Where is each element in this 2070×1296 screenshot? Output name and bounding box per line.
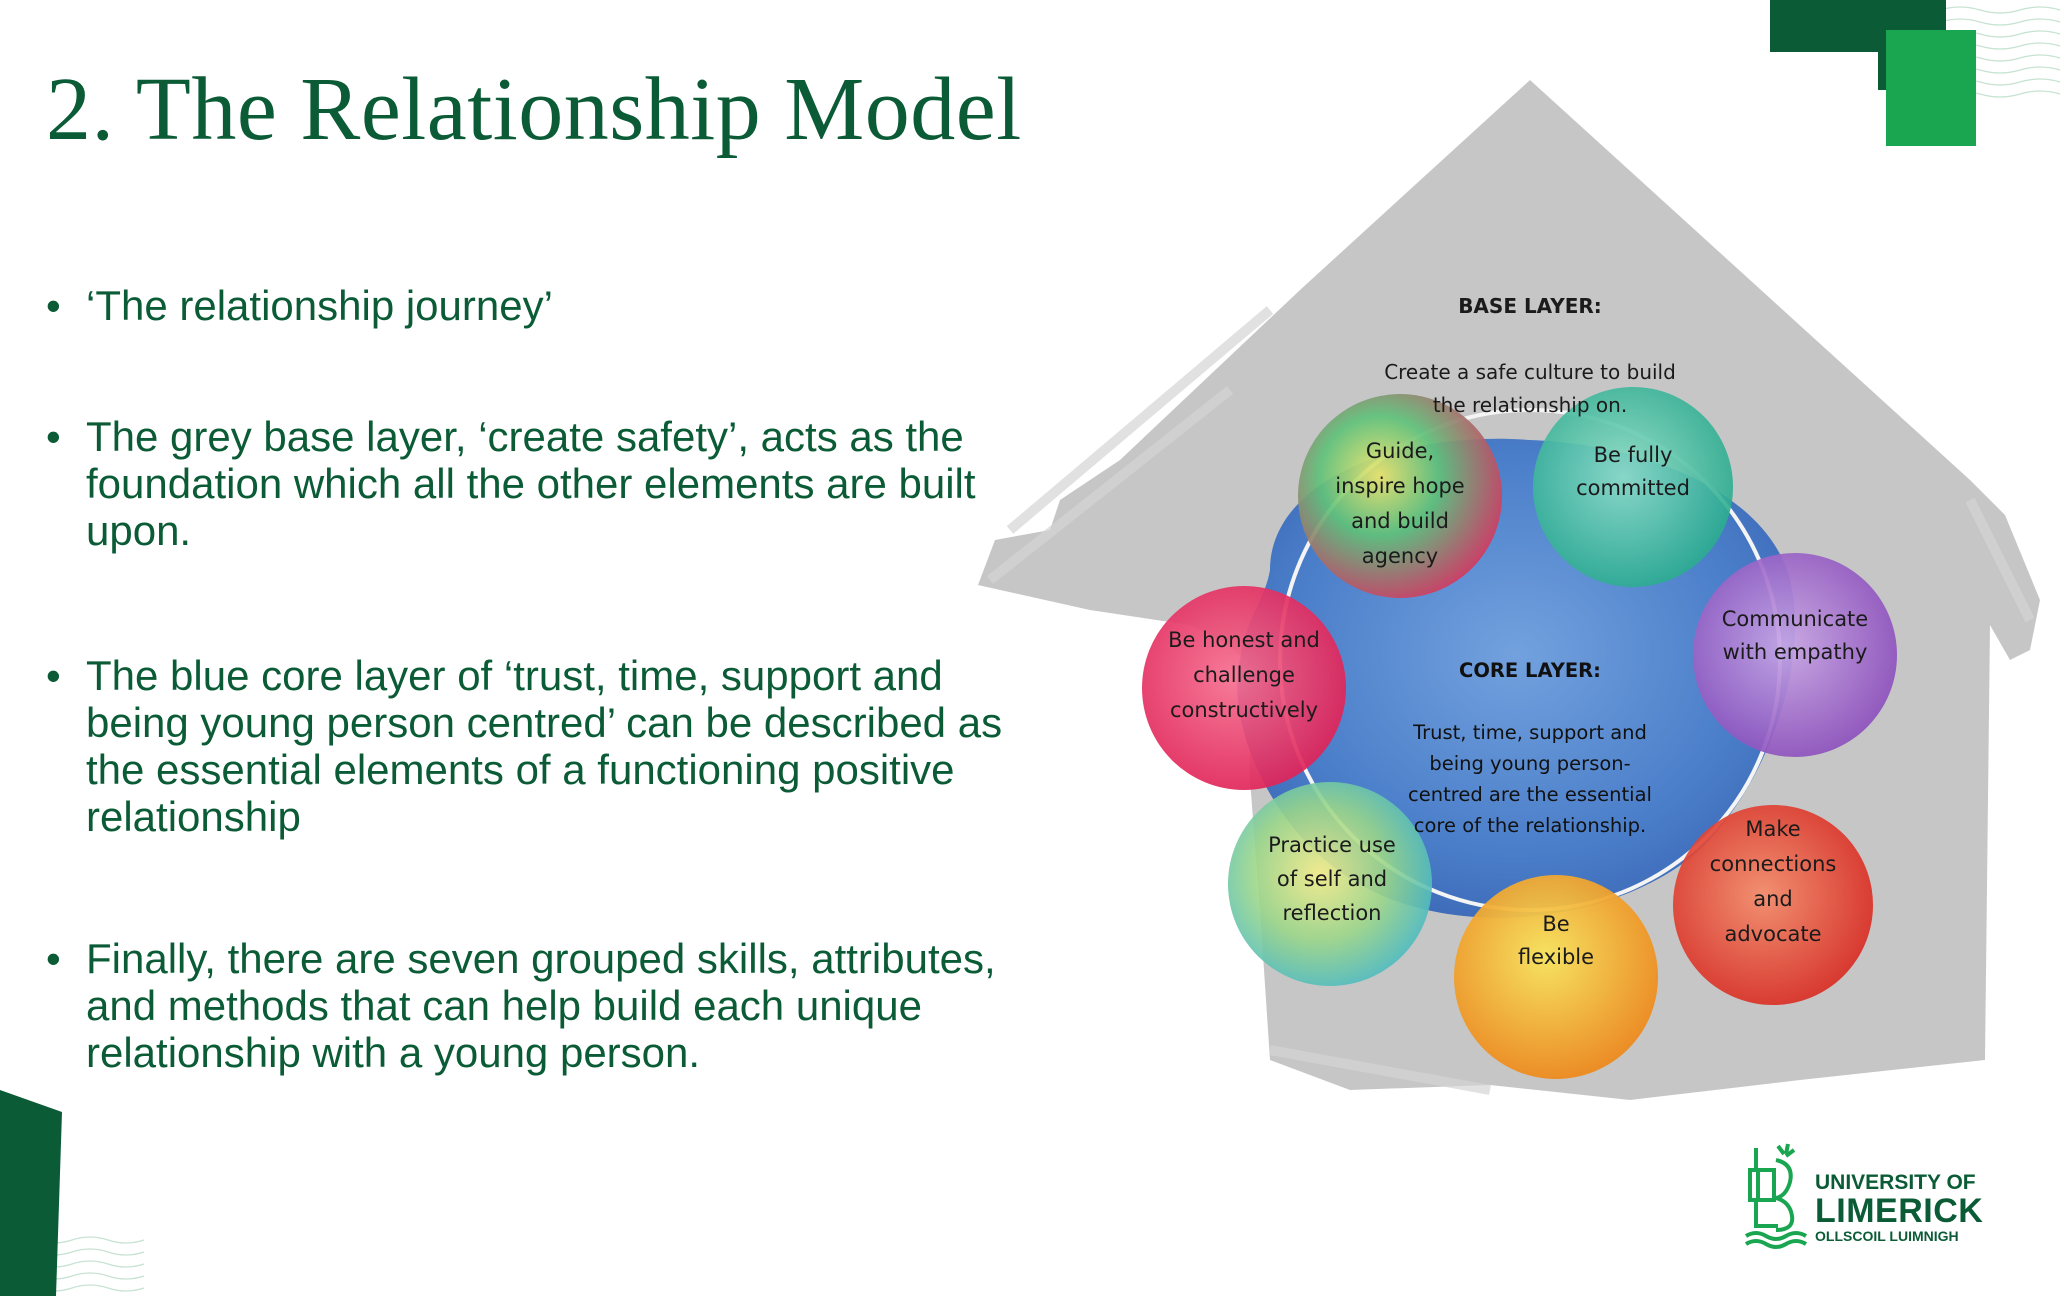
bullet-item: •‘The relationship journey’ (46, 282, 553, 329)
base-layer-label: BASE LAYER: Create a safe culture to bui… (1330, 257, 1730, 422)
skill-circle-committed (1533, 387, 1733, 587)
university-crest-icon (1744, 1143, 1808, 1249)
skill-circle-flexible (1454, 875, 1658, 1079)
core-layer-label: CORE LAYER: Trust, time, support and bei… (1360, 624, 1700, 841)
bullet-item: •The grey base layer, ‘create safety’, a… (46, 413, 976, 554)
skill-label-guide: Guide, inspire hope and build agency (1335, 439, 1465, 568)
corner-decoration-bottom-left (0, 1090, 145, 1296)
skill-label-connections: Make connections and advocate (1709, 817, 1837, 946)
base-layer-heading: BASE LAYER: (1458, 294, 1602, 318)
bullet-item: •Finally, there are seven grouped skills… (46, 935, 996, 1076)
university-logo-text: UNIVERSITY OF LIMERICK OLLSCOIL LUIMNIGH (1815, 1171, 1984, 1245)
skill-label-reflection: Practice use of self and reflection (1268, 833, 1396, 925)
skill-label-flexible: Be flexible (1517, 912, 1595, 969)
skill-circle-honest (1142, 586, 1346, 790)
bullet-item: •The blue core layer of ‘trust, time, su… (46, 652, 1003, 840)
bullet-list: •‘The relationship journey’ •The grey ba… (44, 282, 1054, 1076)
slide-title: 2. The Relationship Model (46, 60, 1022, 159)
relationship-model-diagram: BASE LAYER: Create a safe culture to bui… (970, 60, 2070, 1140)
skill-label-communicate: Communicate with empathy (1721, 607, 1869, 664)
logo-line-3: OLLSCOIL LUIMNIGH (1815, 1228, 1959, 1244)
skill-circle-communicate (1693, 553, 1897, 757)
base-layer-text: Create a safe culture to build the relat… (1384, 360, 1676, 417)
bullet-dot-icon: • (46, 935, 61, 982)
bullet-dot-icon: • (46, 413, 61, 460)
skill-circle-connections (1673, 805, 1873, 1005)
skill-label-honest: Be honest and challenge constructively (1168, 628, 1320, 722)
skill-circle-reflection (1228, 782, 1432, 986)
bullet-dot-icon: • (46, 282, 61, 329)
core-layer-heading: CORE LAYER: (1459, 659, 1601, 682)
core-layer-text: Trust, time, support and being young per… (1408, 721, 1652, 837)
skill-circle-guide (1298, 394, 1502, 598)
bullet-dot-icon: • (46, 652, 61, 699)
skill-label-committed: Be fully committed (1576, 443, 1690, 500)
corner-decoration-top-right (1770, 0, 2061, 146)
logo-line-2: LIMERICK (1815, 1192, 1984, 1230)
logo-line-1: UNIVERSITY OF (1815, 1171, 1976, 1194)
diagram-graphic (978, 80, 2040, 1100)
